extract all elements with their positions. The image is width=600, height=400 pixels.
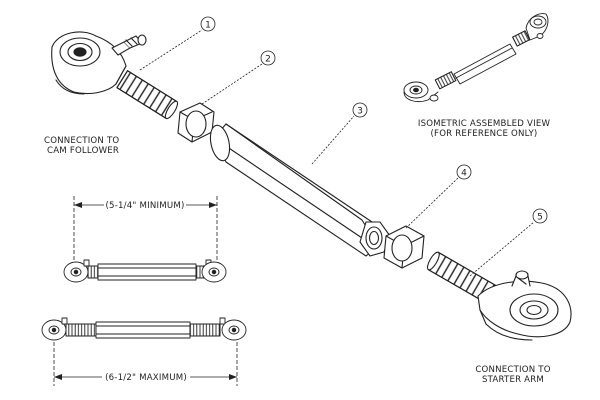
rod-end-cam-follower — [51, 31, 179, 120]
dimension-maximum — [53, 342, 238, 386]
callout-4: 4 — [405, 164, 472, 229]
label-starter-line2: STARTER ARM — [482, 375, 544, 385]
callout-5-number: 5 — [537, 212, 543, 222]
label-starter-line1: CONNECTION TO — [475, 365, 550, 375]
dimension-maximum-label: (6-1/2" MAXIMUM) — [105, 373, 187, 383]
callout-1: 1 — [139, 16, 216, 71]
isometric-assembled-view — [403, 13, 549, 103]
dimension-minimum — [73, 196, 218, 262]
callout-2-number: 2 — [265, 54, 271, 64]
label-iso-line1: ISOMETRIC ASSEMBLED VIEW — [418, 119, 551, 129]
plan-view-minimum — [63, 259, 227, 283]
callout-5: 5 — [469, 208, 548, 277]
hex-body-connector — [209, 123, 391, 257]
plan-view-maximum — [41, 317, 247, 341]
label-cam-line2: CAM FOLLOWER — [47, 146, 119, 156]
callout-3: 3 — [311, 102, 368, 165]
hex-nut-left — [177, 102, 215, 143]
rod-end-starter-arm — [426, 251, 572, 341]
label-cam-line1: CONNECTION TO — [44, 136, 119, 146]
callout-3-number: 3 — [357, 106, 363, 116]
dimension-minimum-label: (5-1/4" MINIMUM) — [105, 201, 184, 211]
hex-nut-right — [383, 225, 425, 269]
callout-1-number: 1 — [205, 20, 211, 30]
label-iso-line2: (FOR REFERENCE ONLY) — [431, 129, 538, 139]
callout-2: 2 — [201, 50, 276, 105]
callout-4-number: 4 — [461, 168, 467, 178]
